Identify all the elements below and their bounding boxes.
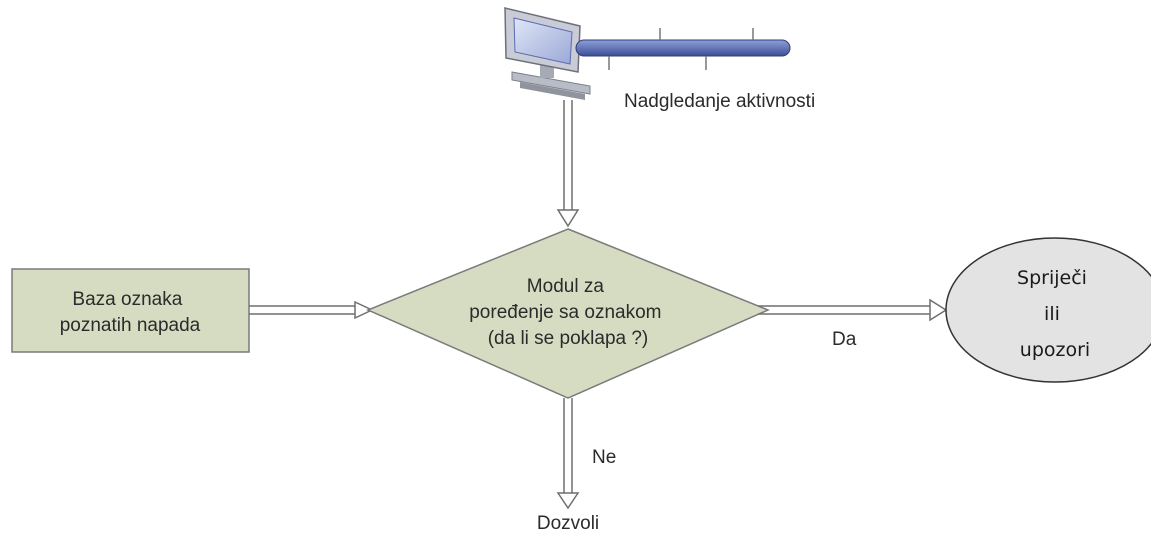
- arrow-decision-to-outcome-no: [556, 398, 580, 510]
- decision-diamond: [366, 228, 770, 399]
- svg-text:Baza oznaka poznatih napad: Baza oznaka poznatih napada: [60, 289, 201, 336]
- svg-text:Modul za poređenje sa ozna: Modul za poređenje sa oznakom (da li se …: [469, 276, 667, 349]
- database-label-line2: poznatih napada: [60, 315, 201, 336]
- outcome-no-label: Dozvoli: [537, 513, 599, 534]
- computer-monitor-icon: [504, 7, 591, 100]
- outcome-yes-line3: upozori: [1020, 339, 1090, 361]
- outcome-yes-line1: Spriječi: [1017, 267, 1087, 289]
- outcome-yes-ellipse: [945, 237, 1151, 383]
- no-label: Ne: [592, 447, 616, 468]
- decision-label-line1: Modul za: [527, 276, 605, 297]
- decision-label-line2: poređenje sa oznakom: [469, 302, 661, 323]
- outcome-yes-line2: ili: [1044, 303, 1060, 325]
- decision-label-line3: (da li se poklapa ?): [488, 328, 649, 349]
- arrow-database-to-decision: [249, 300, 374, 320]
- arrow-monitor-to-decision: [556, 100, 580, 228]
- yes-label: Da: [832, 329, 857, 350]
- database-label-line1: Baza oznaka: [72, 289, 182, 310]
- sensor-cable: [575, 28, 791, 70]
- arrow-decision-to-outcome-yes: [758, 298, 948, 322]
- monitor-label: Nadgledanje aktivnosti: [624, 91, 815, 112]
- svg-text:Spriječi ili upozori: Spriječi ili upozori: [1017, 267, 1093, 361]
- database-box: [11, 268, 250, 353]
